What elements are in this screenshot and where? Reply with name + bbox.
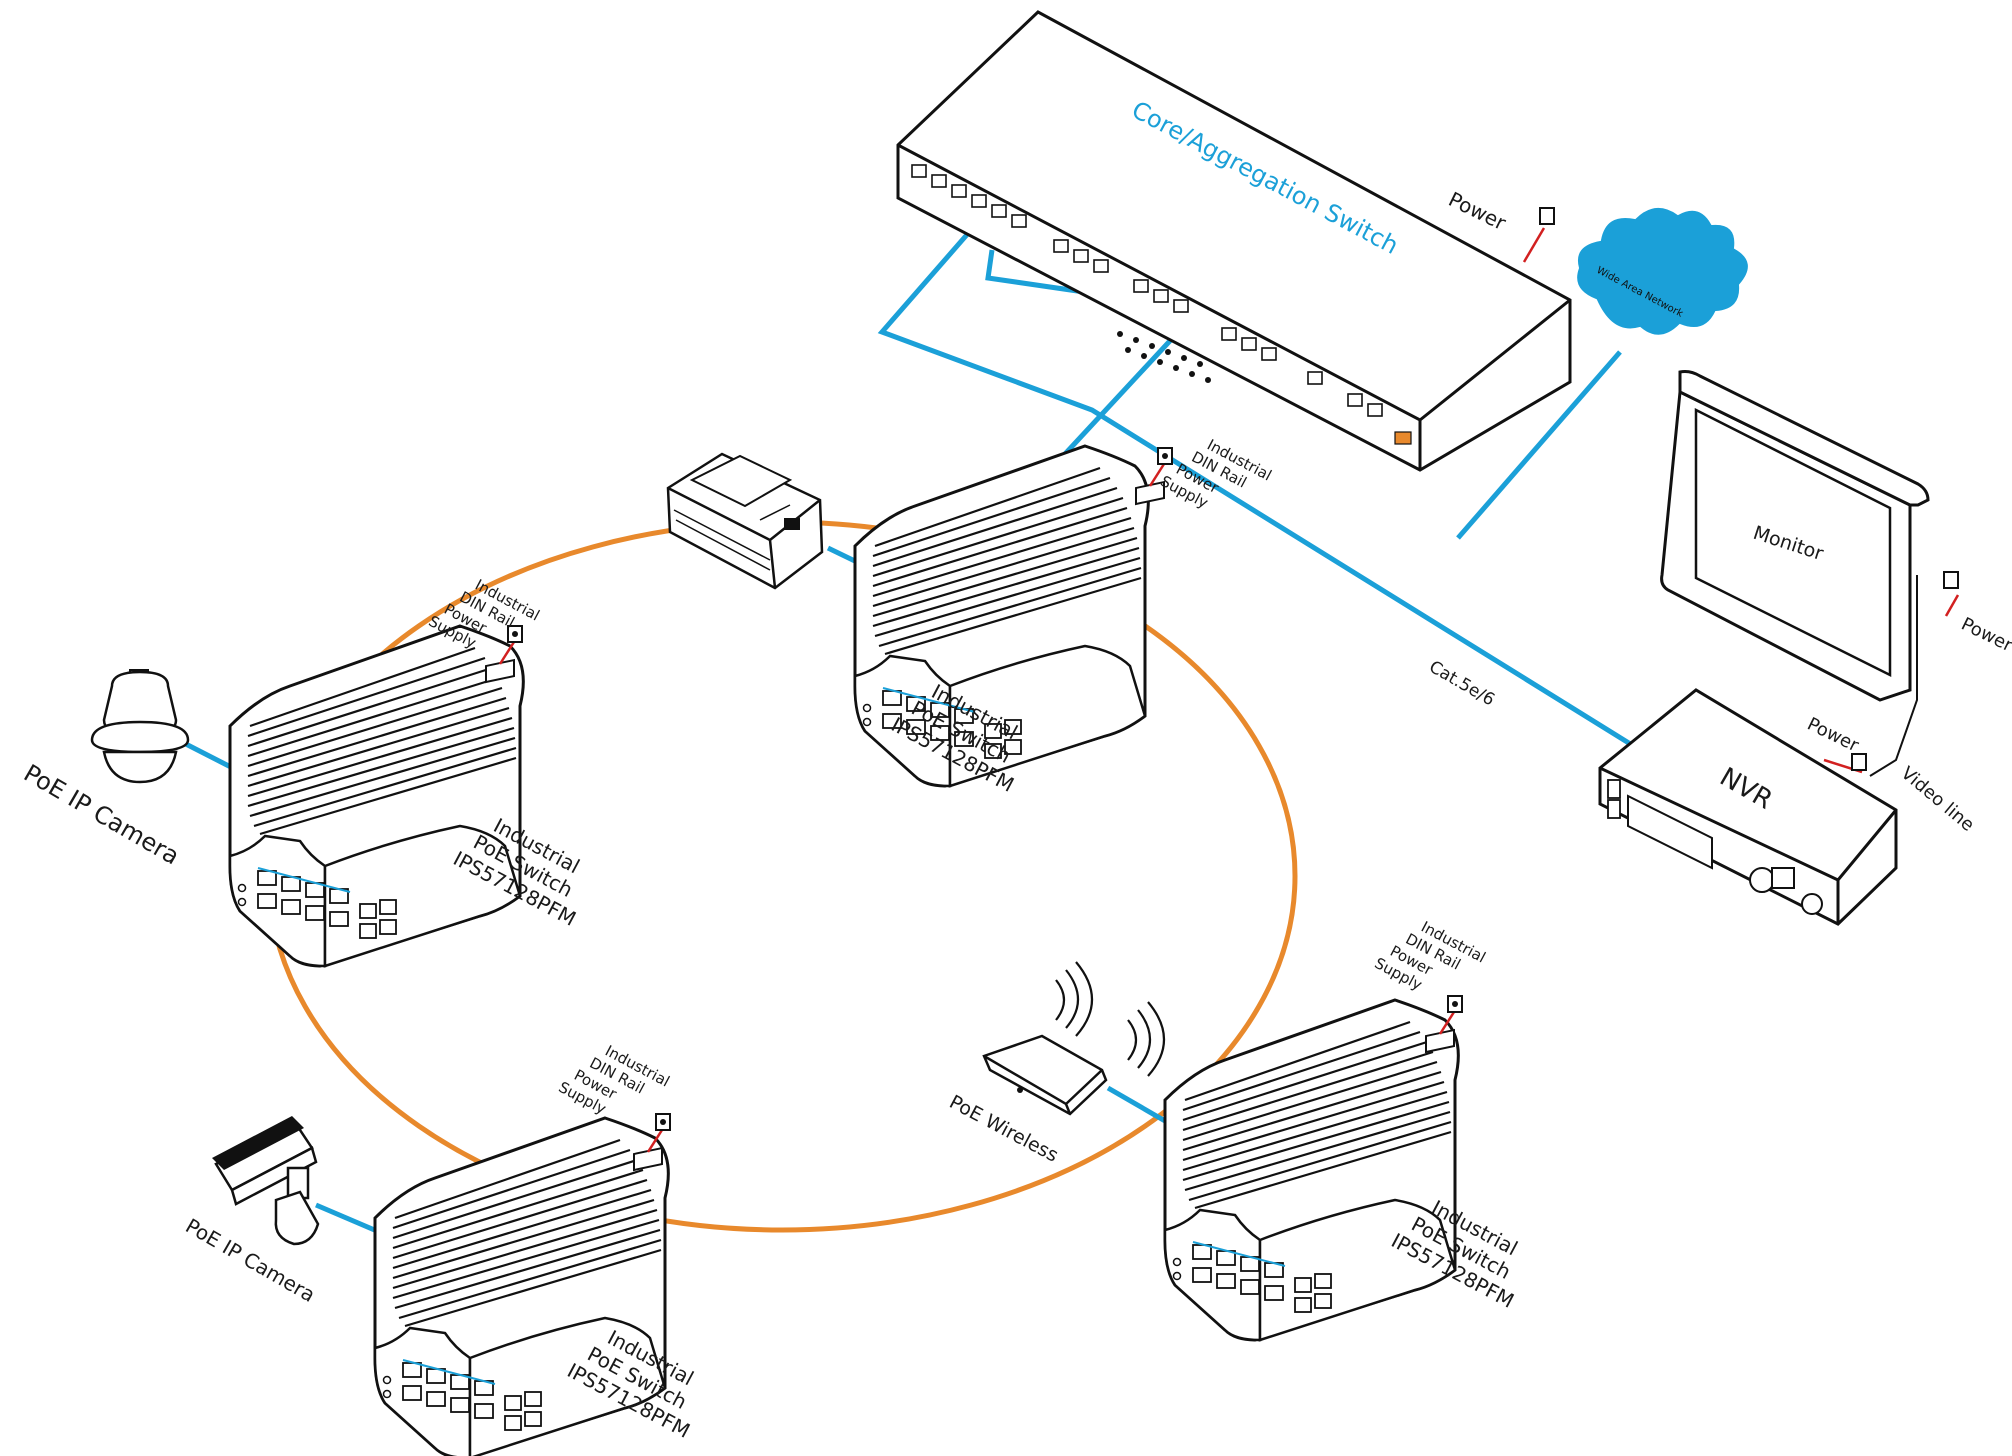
monitor-power-label: Power: [1958, 614, 2012, 657]
psu-label-top: Industrial DIN Rail Power Supply: [1158, 436, 1275, 512]
cloud-icon: [1575, 206, 1750, 337]
power-plug-icon: [1943, 571, 1959, 589]
industrial-switch-left: [228, 624, 525, 968]
wireless-label: PoE Wireless: [946, 1091, 1062, 1167]
nvr-video-line-label: Video line: [1897, 763, 1978, 836]
ptz-camera: [212, 1116, 320, 1246]
power-plug-icon: [1539, 207, 1555, 225]
nvr: NVR Power Video line: [1598, 680, 1978, 926]
psu-label-right: Industrial DIN Rail Power Supply: [1372, 918, 1489, 994]
wireless-ap: [982, 961, 1166, 1116]
core-switch-power-label: Power: [1445, 187, 1511, 235]
core-aggregation-switch: Core/Aggregation Switch Power: [896, 10, 1572, 472]
industrial-switch-right: [1163, 998, 1460, 1342]
nvr-power-label: Power: [1804, 714, 1863, 757]
monitor: Monitor Power: [1660, 370, 2012, 702]
power-plug-icon: [1851, 753, 1867, 771]
wan-cloud: Wide Area Network: [1575, 206, 1750, 337]
controller-device: [666, 452, 824, 590]
cable-label: Cat.5e/6: [1426, 657, 1499, 710]
dome-camera: [90, 669, 190, 784]
